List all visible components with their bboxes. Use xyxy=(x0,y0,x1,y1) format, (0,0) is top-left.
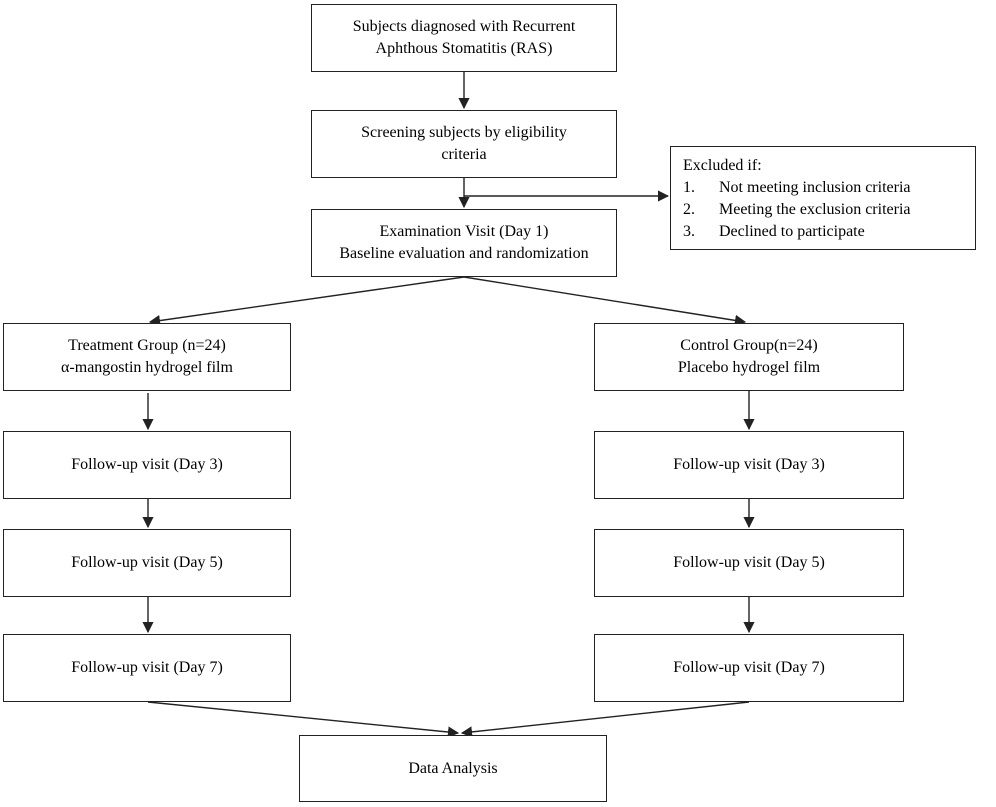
arrow-exam-to-treatment xyxy=(148,276,465,327)
node-treatment-group: Treatment Group (n=24) α-mangostin hydro… xyxy=(3,323,291,391)
node-treatment-followup-day7: Follow-up visit (Day 7) xyxy=(3,634,291,702)
excluded-item-text: Declined to participate xyxy=(719,223,865,240)
excluded-item-text: Not meeting inclusion criteria xyxy=(719,179,911,196)
excluded-title: Excluded if: xyxy=(683,157,762,174)
node-ras-subjects: Subjects diagnosed with Recurrent Aphtho… xyxy=(311,4,617,72)
node-text-line: Placebo hydrogel film xyxy=(677,359,821,376)
excluded-item: 1. Not meeting inclusion criteria xyxy=(683,177,911,199)
excluded-item-number: 2. xyxy=(683,201,695,218)
arrow-exam-to-control xyxy=(463,276,747,326)
node-data-analysis: Data Analysis xyxy=(299,735,607,802)
node-text-line: Control Group(n=24) xyxy=(680,337,818,354)
excluded-item-text: Meeting the exclusion criteria xyxy=(719,201,911,218)
node-control-followup-day5: Follow-up visit (Day 5) xyxy=(594,529,904,597)
node-control-followup-day7: Follow-up visit (Day 7) xyxy=(594,634,904,702)
excluded-item-number: 3. xyxy=(683,223,695,240)
node-text-line: Follow-up visit (Day 5) xyxy=(71,554,223,571)
node-text-line: α-mangostin hydrogel film xyxy=(61,359,233,376)
excluded-item-number: 1. xyxy=(683,179,695,196)
node-control-group: Control Group(n=24) Placebo hydrogel fil… xyxy=(594,323,904,391)
node-text-line: Follow-up visit (Day 3) xyxy=(673,456,825,473)
node-text-line: Follow-up visit (Day 5) xyxy=(673,554,825,571)
node-text-line: Follow-up visit (Day 7) xyxy=(71,659,223,676)
node-control-followup-day3: Follow-up visit (Day 3) xyxy=(594,431,904,499)
node-text-line: Aphthous Stomatitis (RAS) xyxy=(375,40,553,57)
node-treatment-followup-day5: Follow-up visit (Day 5) xyxy=(3,529,291,597)
arrow-treatment-day7-to-data xyxy=(147,701,460,738)
node-screening: Screening subjects by eligibility criter… xyxy=(311,110,617,178)
node-treatment-followup-day3: Follow-up visit (Day 3) xyxy=(3,431,291,499)
node-text-line: Subjects diagnosed with Recurrent xyxy=(352,18,576,35)
node-text-line: Data Analysis xyxy=(408,759,498,777)
node-text-line: Screening subjects by eligibility xyxy=(361,124,567,141)
node-text-line: Baseline evaluation and randomization xyxy=(339,245,589,262)
node-excluded: Excluded if: 1. Not meeting inclusion cr… xyxy=(670,146,976,250)
arrow-control-day7-to-data xyxy=(460,701,750,738)
node-text-line: Examination Visit (Day 1) xyxy=(379,223,549,240)
node-text-line: Treatment Group (n=24) xyxy=(68,337,226,354)
excluded-item: 2. Meeting the exclusion criteria xyxy=(683,199,910,221)
node-text-line: Follow-up visit (Day 3) xyxy=(71,456,223,473)
node-text-line: criteria xyxy=(441,146,487,163)
node-text-line: Follow-up visit (Day 7) xyxy=(673,659,825,676)
excluded-item: 3. Declined to participate xyxy=(683,221,865,243)
node-examination-visit: Examination Visit (Day 1) Baseline evalu… xyxy=(311,209,617,277)
